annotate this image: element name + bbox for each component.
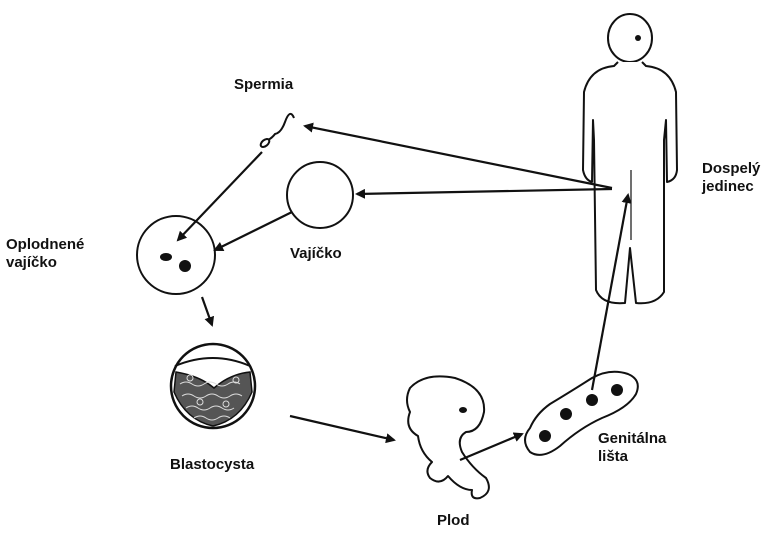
arrow-fetus-to-ridge — [460, 434, 522, 460]
label-egg: Vajíčko — [290, 245, 342, 263]
adult-figure — [583, 14, 677, 303]
fetus — [407, 376, 489, 498]
label-zygote-line1: Oplodnené — [6, 236, 84, 254]
label-zygote-line2: vajíčko — [6, 254, 84, 272]
sperm-cell — [259, 114, 294, 149]
adult-head — [608, 14, 652, 62]
arrow-blastocyst-to-fetus — [290, 416, 394, 440]
label-zygote: Oplodnené vajíčko — [6, 236, 84, 272]
arrow-adult-to-egg — [357, 189, 612, 194]
label-ridge-line1: Genitálna — [598, 430, 666, 448]
label-adult: Dospelý jedinec — [702, 160, 760, 196]
label-fetus: Plod — [437, 512, 470, 530]
label-blastocyst: Blastocysta — [170, 456, 254, 474]
label-adult-line2: jedinec — [702, 178, 760, 196]
arrow-zygote-to-blastocyst — [202, 297, 212, 325]
blastocyst — [171, 344, 255, 428]
label-adult-line1: Dospelý — [702, 160, 760, 178]
label-sperm: Spermia — [234, 76, 293, 94]
arrow-adult-to-sperm — [305, 126, 612, 188]
label-ridge-line2: lišta — [598, 448, 666, 466]
label-ridge: Genitálna lišta — [598, 430, 666, 466]
arrow-sperm-to-zygote — [178, 152, 262, 240]
zygote — [137, 216, 215, 294]
adult-body — [583, 62, 677, 303]
adult-eye — [635, 35, 641, 41]
egg-cell — [287, 162, 353, 228]
arrow-egg-to-zygote — [215, 212, 292, 250]
